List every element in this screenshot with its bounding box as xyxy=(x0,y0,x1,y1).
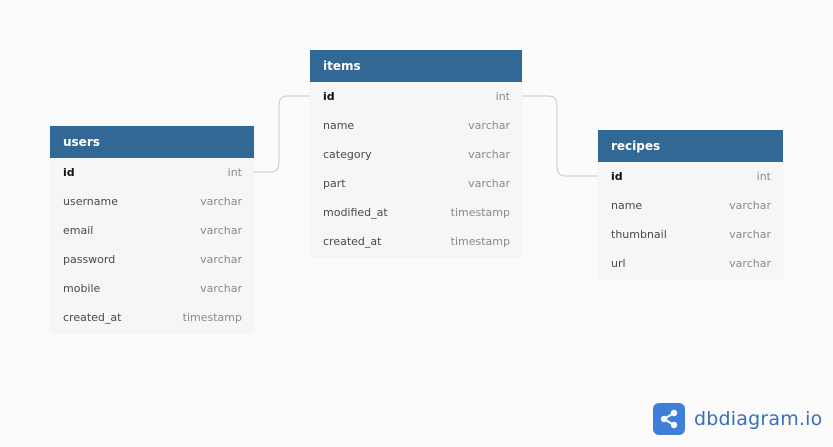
column-type: varchar xyxy=(200,282,242,295)
table-recipes-column-row[interactable]: id int xyxy=(598,162,783,191)
column-name: category xyxy=(323,148,372,161)
column-name: name xyxy=(611,199,643,212)
table-recipes-column-row[interactable]: url varchar xyxy=(598,249,783,278)
column-name: modified_at xyxy=(323,206,388,219)
table-users-column-row[interactable]: email varchar xyxy=(50,216,254,245)
table-recipes-column-row[interactable]: name varchar xyxy=(598,191,783,220)
brand-logo[interactable]: dbdiagram.io xyxy=(653,403,822,435)
column-type: varchar xyxy=(200,253,242,266)
table-users-column-row[interactable]: password varchar xyxy=(50,245,254,274)
column-type: varchar xyxy=(729,199,771,212)
relation-items-recipes xyxy=(522,95,598,177)
column-type: timestamp xyxy=(450,206,510,219)
brand-name: dbdiagram.io xyxy=(694,408,823,430)
table-users-column-row[interactable]: created_at timestamp xyxy=(50,303,254,332)
column-type: varchar xyxy=(729,257,771,270)
column-type: int xyxy=(495,90,510,103)
table-recipes[interactable]: recipes id int name varchar thumbnail varchar… xyxy=(598,130,783,278)
column-name: url xyxy=(611,257,626,270)
table-users-column-row[interactable]: username varchar xyxy=(50,187,254,216)
column-name: created_at xyxy=(63,311,122,324)
column-type: timestamp xyxy=(182,311,242,324)
table-users-column-row[interactable]: mobile varchar xyxy=(50,274,254,303)
column-type: timestamp xyxy=(450,235,510,248)
column-type: varchar xyxy=(200,224,242,237)
column-name: username xyxy=(63,195,118,208)
table-items-column-row[interactable]: modified_at timestamp xyxy=(310,198,522,227)
share-nodes-icon xyxy=(653,403,685,435)
column-name: created_at xyxy=(323,235,382,248)
column-name: mobile xyxy=(63,282,101,295)
column-type: varchar xyxy=(468,119,510,132)
table-items-header[interactable]: items xyxy=(310,50,522,82)
table-users-column-row[interactable]: id int xyxy=(50,158,254,187)
table-users-header[interactable]: users xyxy=(50,126,254,158)
column-name: email xyxy=(63,224,94,237)
column-type: int xyxy=(756,170,771,183)
table-items-column-row[interactable]: id int xyxy=(310,82,522,111)
table-items-column-row[interactable]: category varchar xyxy=(310,140,522,169)
column-type: varchar xyxy=(468,148,510,161)
column-name: name xyxy=(323,119,355,132)
column-name: id xyxy=(323,90,335,103)
column-name: password xyxy=(63,253,116,266)
column-type: varchar xyxy=(200,195,242,208)
table-items-column-row[interactable]: part varchar xyxy=(310,169,522,198)
table-recipes-column-row[interactable]: thumbnail varchar xyxy=(598,220,783,249)
column-type: int xyxy=(227,166,242,179)
column-name: part xyxy=(323,177,346,190)
column-name: id xyxy=(63,166,75,179)
table-items-column-row[interactable]: created_at timestamp xyxy=(310,227,522,256)
relation-users-items xyxy=(254,95,310,173)
table-recipes-header[interactable]: recipes xyxy=(598,130,783,162)
column-type: varchar xyxy=(729,228,771,241)
table-items-column-row[interactable]: name varchar xyxy=(310,111,522,140)
column-name: id xyxy=(611,170,623,183)
column-type: varchar xyxy=(468,177,510,190)
column-name: thumbnail xyxy=(611,228,667,241)
